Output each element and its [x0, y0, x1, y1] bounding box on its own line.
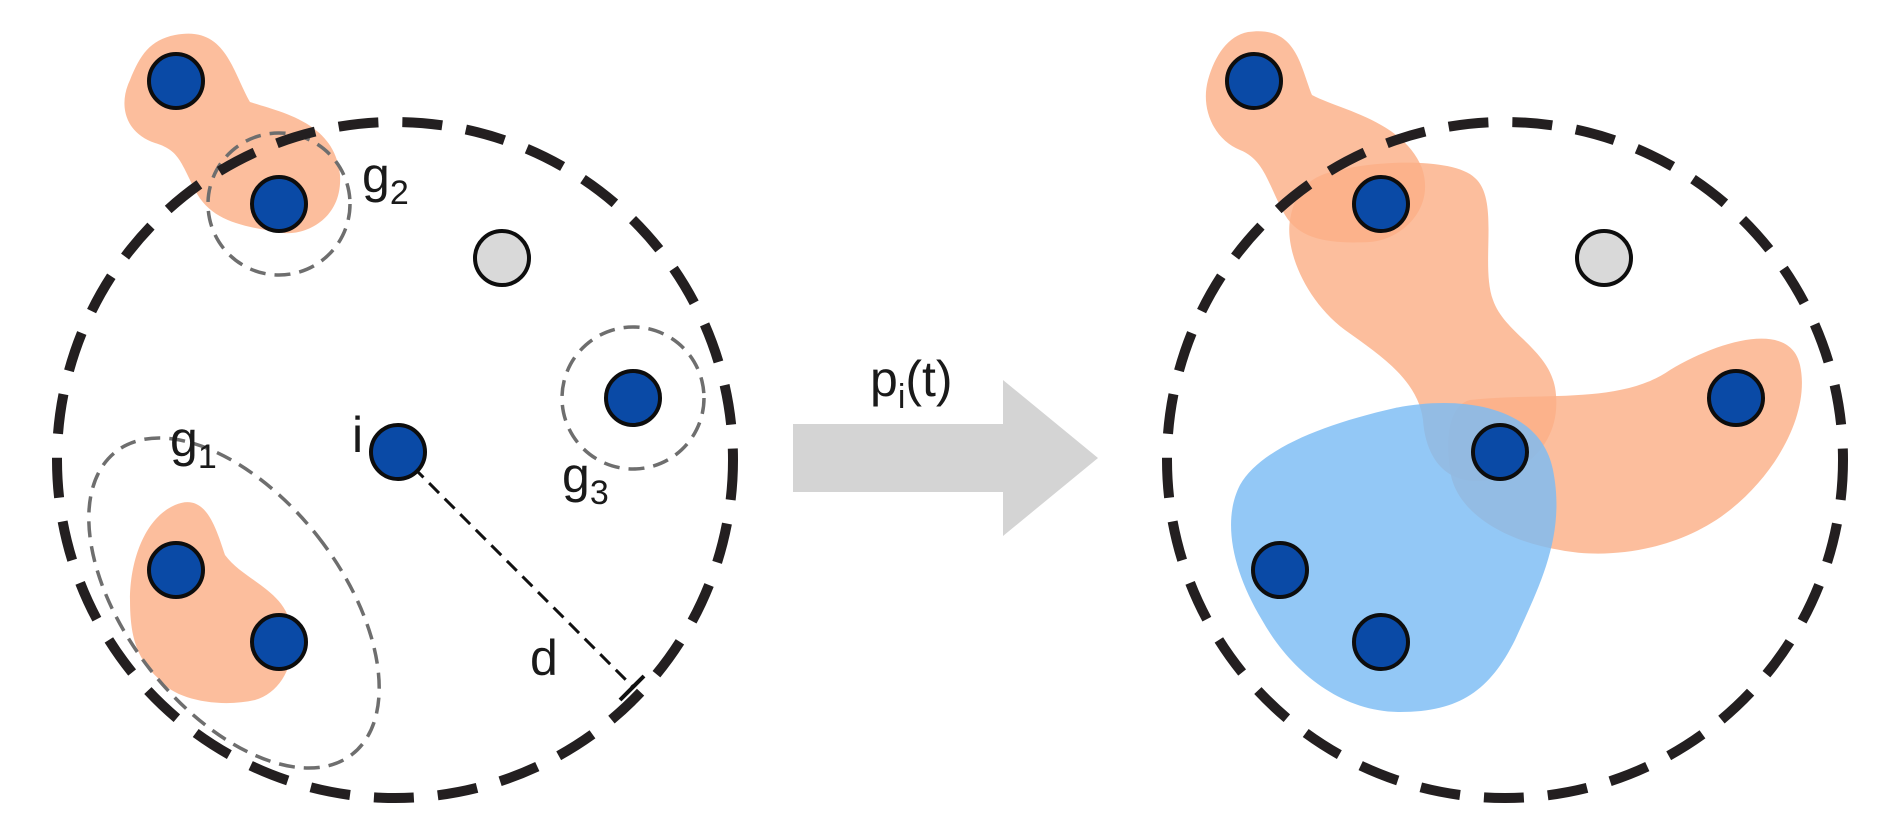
g1-label: g1: [170, 411, 217, 476]
node-g1-b-right: [1352, 613, 1410, 671]
transition-arrow: pi(t): [793, 351, 1098, 536]
node-g1-a: [147, 541, 205, 599]
node-g2-right: [1352, 175, 1410, 233]
group-ring-g2: [206, 131, 352, 277]
node-g1-b: [250, 613, 308, 671]
left-panel: i d g1 g2 g3: [52, 33, 738, 803]
node-top-left-right: [1225, 52, 1283, 110]
group-ring-g1: [87, 436, 381, 770]
node-g3: [604, 369, 662, 427]
radius-d-label: d: [530, 630, 558, 686]
group-blob-blue: [1231, 403, 1557, 712]
node-i-right: [1471, 423, 1529, 481]
node-i: [369, 423, 427, 481]
transition-arrow-shape: [793, 380, 1098, 536]
node-g3-right: [1707, 369, 1765, 427]
radius-end-tick: [618, 674, 646, 702]
node-idle-right: [1575, 229, 1633, 287]
g2-label: g2: [362, 147, 409, 212]
radius-line: [396, 450, 634, 688]
node-i-label: i: [352, 407, 363, 463]
communication-range-left: [52, 117, 738, 803]
communication-range-right: [1162, 117, 1848, 803]
node-idle: [473, 229, 531, 287]
node-top-left: [147, 52, 205, 110]
right-panel: [1162, 31, 1848, 803]
transition-label: pi(t): [870, 351, 953, 416]
node-g2: [250, 175, 308, 233]
group-ring-g3: [560, 325, 706, 471]
g3-label: g3: [562, 447, 609, 512]
node-g1-a-right: [1251, 541, 1309, 599]
group-blob-g1: [130, 502, 293, 704]
